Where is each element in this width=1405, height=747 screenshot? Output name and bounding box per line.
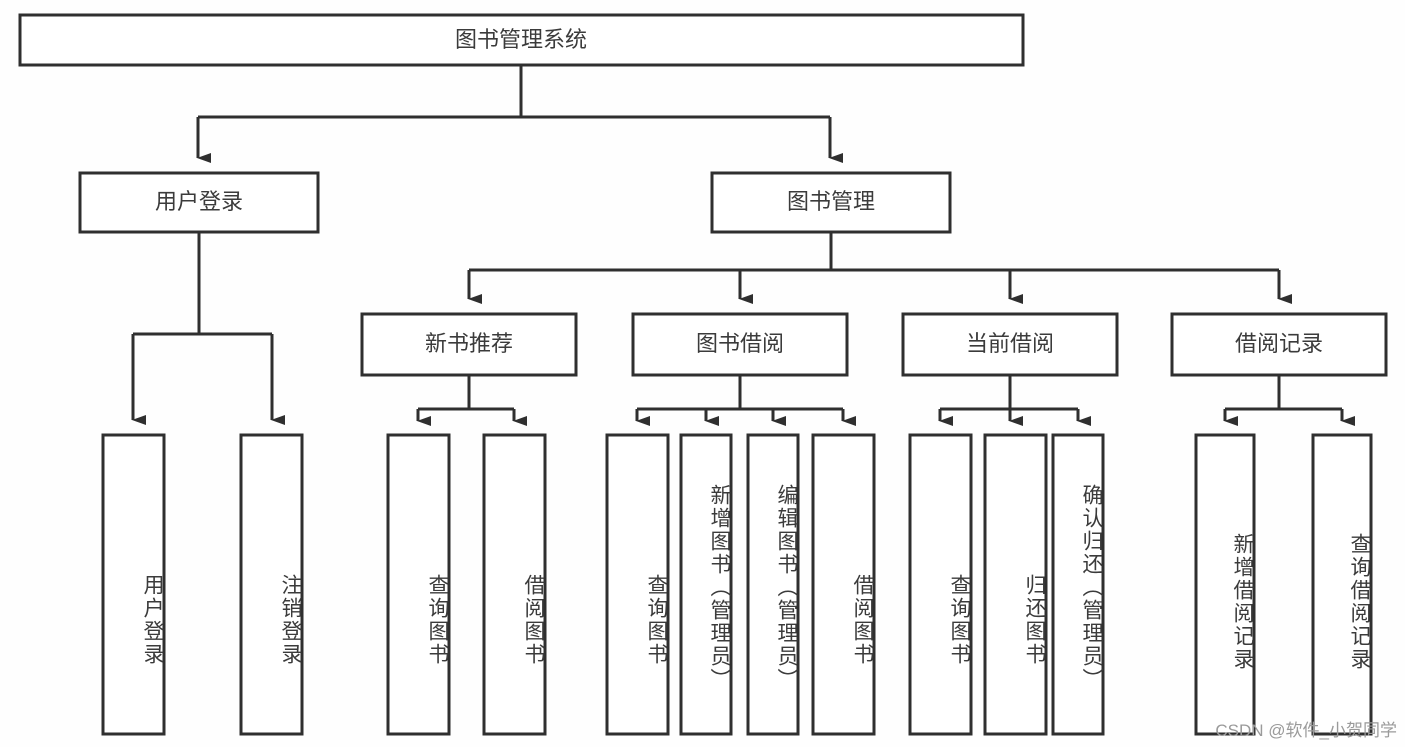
leaf-node-return-book[interactable] [983, 433, 1048, 736]
leaf-node-confirm-return[interactable] [1051, 433, 1105, 736]
connector-borrow-record-to-leaves [1223, 375, 1355, 426]
connector-current-borrow-to-leaves [938, 375, 1091, 426]
node-new-book-recommend[interactable]: 新书推荐 [360, 312, 578, 377]
leaf-node-add-record[interactable] [1194, 433, 1256, 736]
connector-root-to-level2 [196, 65, 843, 163]
leaf-node-logout[interactable] [239, 433, 304, 736]
node-current-borrow-label: 当前借阅 [966, 331, 1054, 356]
leaf-node-query-book-3[interactable] [908, 433, 973, 736]
connector-book-borrow-to-leaves [635, 375, 856, 426]
watermark: CSDN @软件_小贺同学 [1215, 721, 1397, 740]
node-borrow-record-label: 借阅记录 [1235, 331, 1323, 356]
leaf-node-query-book-2[interactable] [605, 433, 670, 736]
node-book-borrow[interactable]: 图书借阅 [631, 312, 849, 377]
leaf-node-query-book-1[interactable] [386, 433, 451, 736]
node-root-label: 图书管理系统 [455, 27, 587, 52]
node-borrow-record[interactable]: 借阅记录 [1170, 312, 1388, 377]
connector-user-login-to-leaves [131, 232, 285, 425]
leaf-node-borrow-book-1[interactable] [482, 433, 547, 736]
node-book-borrow-label: 图书借阅 [696, 331, 784, 356]
node-user-login[interactable]: 用户登录 [78, 171, 320, 234]
leaf-node-add-book[interactable] [679, 433, 733, 736]
leaf-node-borrow-book-2[interactable] [811, 433, 876, 736]
leaf-node-query-record[interactable] [1311, 433, 1373, 736]
node-user-login-label: 用户登录 [155, 189, 243, 214]
node-root[interactable]: 图书管理系统 [18, 13, 1025, 67]
leaf-node-edit-book[interactable] [746, 433, 800, 736]
leaf-node-user-login[interactable] [101, 433, 166, 736]
node-book-manage[interactable]: 图书管理 [710, 171, 952, 234]
connector-new-book-recommend-to-leaves [416, 375, 527, 426]
node-current-borrow[interactable]: 当前借阅 [901, 312, 1119, 377]
node-book-manage-label: 图书管理 [787, 189, 875, 214]
node-new-book-recommend-label: 新书推荐 [425, 331, 513, 356]
connector-book-manage-to-level3 [467, 232, 1292, 304]
